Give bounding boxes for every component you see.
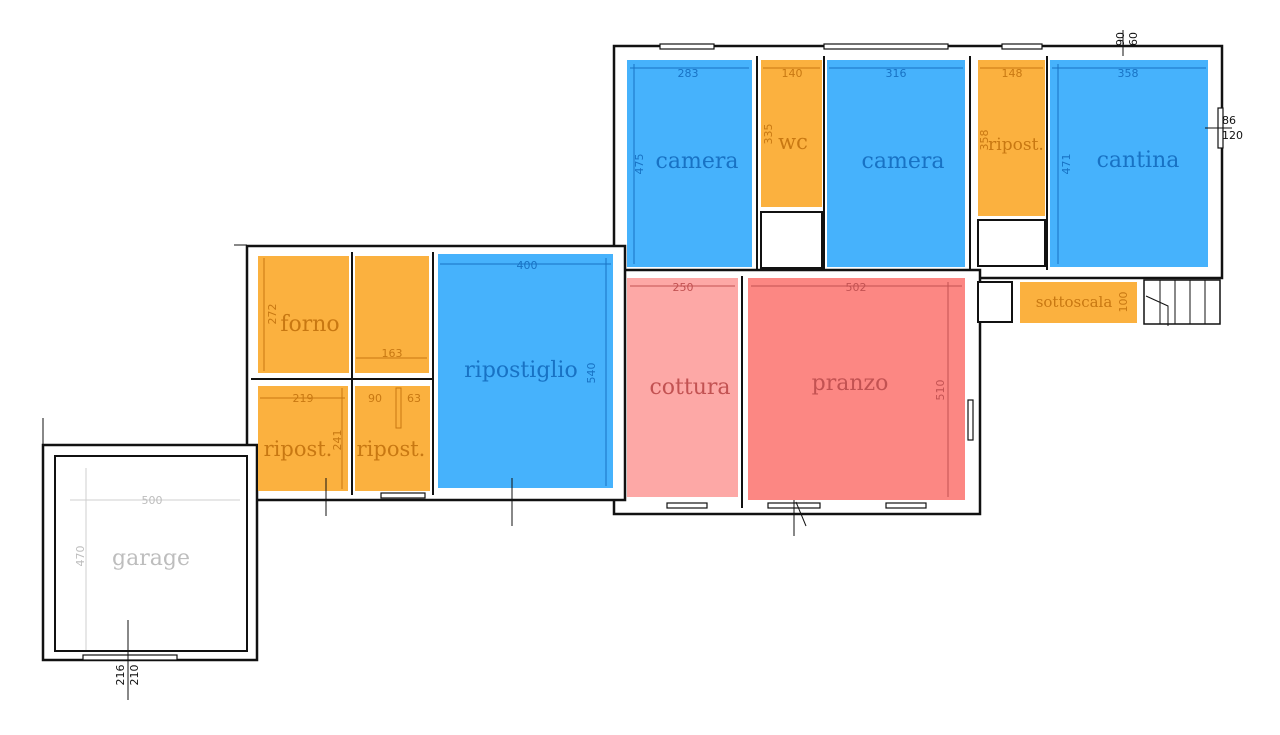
- window-dim-top-b: 60: [1127, 32, 1140, 46]
- dim-wc-w-text: 140: [782, 67, 803, 80]
- dim-ripost-top-w-text: 148: [1002, 67, 1023, 80]
- room-ripost-left[interactable]: [258, 386, 348, 491]
- room-ripost-mid[interactable]: [355, 386, 430, 491]
- dim-camera-1-w-text: 283: [678, 67, 699, 80]
- dim-ripost-mid-w-text: 90: [368, 392, 382, 405]
- room-forno[interactable]: [258, 256, 349, 373]
- window-dim-bottom-b: 210: [128, 665, 141, 686]
- misc-marks: [42, 30, 1232, 700]
- dim-garage-w-text: 500: [142, 494, 163, 507]
- dim-cantina-w-text: 358: [1118, 67, 1139, 80]
- room-cottura[interactable]: [627, 278, 738, 497]
- label-cottura: cottura: [649, 375, 730, 400]
- label-forno: forno: [280, 312, 339, 337]
- label-camera-2: camera: [862, 149, 945, 174]
- rooms: [258, 60, 1208, 500]
- window-dim-right-a: 86: [1222, 114, 1236, 127]
- dim-pranzo-h-text: 510: [934, 380, 947, 401]
- dim-wc-h-text: 335: [762, 124, 775, 145]
- dim-ripost-mid-w2-text: 63: [407, 392, 421, 405]
- dimension-labels: 283 475 140 335 316 148 358 358 471 400 …: [74, 67, 1139, 567]
- garage-wall: [41, 443, 259, 662]
- stair: [1143, 279, 1221, 326]
- room-ripostiglio[interactable]: [438, 254, 613, 488]
- label-camera-1: camera: [656, 149, 739, 174]
- window-dimensions: 90 60 86 120 216 210: [114, 32, 1243, 686]
- garage-inner-wall: [54, 455, 248, 652]
- dimension-lines: [70, 64, 1206, 650]
- dim-pranzo-w-text: 502: [846, 281, 867, 294]
- dim-ripost-left-h-text: 241: [331, 430, 344, 451]
- room-wc[interactable]: [761, 60, 822, 207]
- label-pranzo: pranzo: [812, 371, 889, 396]
- room-cantina[interactable]: [1050, 60, 1208, 267]
- room-labels: camera wc camera ripost. cantina forno r…: [112, 130, 1179, 571]
- dim-cottura-w-text: 250: [673, 281, 694, 294]
- label-wc: wc: [778, 130, 808, 154]
- dim-ripost-left-w-text: 219: [293, 392, 314, 405]
- label-ripostiglio: ripostiglio: [464, 358, 577, 383]
- window-dim-top-a: 90: [1114, 32, 1127, 46]
- room-sottoscala[interactable]: [1020, 282, 1137, 323]
- room-camera-1[interactable]: [627, 60, 752, 267]
- room-ripost-top[interactable]: [978, 60, 1045, 216]
- room-pranzo[interactable]: [748, 278, 965, 500]
- dim-sottoscala-h-text: 100: [1117, 292, 1130, 313]
- window-dim-bottom-a: 216: [114, 665, 127, 686]
- dim-camera-1-h-text: 475: [633, 154, 646, 175]
- dim-ripost-top-h-text: 358: [978, 130, 991, 151]
- interior-walls: [251, 56, 1048, 508]
- dim-camera-2-w-text: 316: [886, 67, 907, 80]
- window-dim-right-b: 120: [1222, 129, 1243, 142]
- dim-forno-h-text: 272: [266, 304, 279, 325]
- dim-cantina-h-text: 471: [1060, 154, 1073, 175]
- dim-store-upper-w-text: 163: [382, 347, 403, 360]
- label-cantina: cantina: [1097, 148, 1180, 173]
- label-sottoscala: sottoscala: [1036, 293, 1113, 311]
- label-ripost-top: ripost.: [988, 135, 1044, 155]
- label-ripost-left: ripost.: [264, 437, 333, 461]
- label-ripost-mid: ripost.: [357, 437, 426, 461]
- room-camera-2[interactable]: [827, 60, 965, 267]
- dim-ripostiglio-h-text: 540: [585, 363, 598, 384]
- label-garage: garage: [112, 546, 190, 571]
- dim-ripostiglio-w-text: 400: [517, 259, 538, 272]
- room-store-upper[interactable]: [355, 256, 429, 373]
- dim-garage-h-text: 470: [74, 546, 87, 567]
